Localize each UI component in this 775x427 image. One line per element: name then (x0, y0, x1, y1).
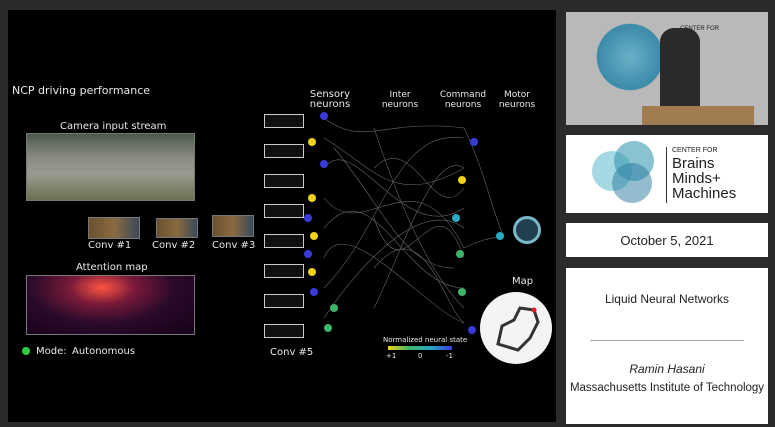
sensory-frame (264, 204, 304, 218)
info-divider (590, 340, 744, 341)
date-panel: October 5, 2021 (566, 223, 768, 257)
legend-tick-zero: 0 (418, 352, 423, 360)
logo-line-3: Minds+ (672, 170, 721, 187)
speaker-affiliation: Massachusetts Institute of Technology (569, 382, 765, 394)
conv1-block (88, 217, 140, 239)
conv2-block (156, 218, 198, 238)
mode-indicator-icon (22, 347, 30, 355)
mode-label: Mode: (36, 346, 67, 357)
camera-input-image (26, 133, 195, 201)
cbmm-logo-panel: CENTER FOR Brains Minds+ Machines (566, 135, 768, 213)
conv1-label: Conv #1 (88, 240, 132, 251)
presentation-slide: NCP driving performance Camera input str… (8, 10, 556, 422)
conv3-block (212, 215, 254, 237)
video-logo-text: CENTER FOR (680, 26, 719, 32)
legend-tick-pos: +1 (386, 352, 397, 360)
motor-neurons-header: Motor neurons (498, 90, 536, 110)
conv5-label: Conv #5 (270, 347, 314, 358)
command-neurons-header: Command neurons (439, 90, 487, 110)
legend-gradient (388, 346, 452, 350)
map-label: Map (512, 276, 534, 287)
logo-line-4: Machines (672, 185, 737, 202)
podium (642, 106, 754, 125)
inter-neurons-header: Inter neurons (381, 90, 419, 110)
legend-tick-neg: -1 (446, 352, 453, 360)
conv3-label: Conv #3 (212, 240, 256, 251)
steering-wheel-icon (513, 216, 541, 244)
camera-label: Camera input stream (60, 121, 167, 132)
track-map (480, 292, 552, 364)
cbmm-logo-bg-icon (592, 18, 668, 96)
sensory-frame (264, 324, 304, 338)
attention-label: Attention map (76, 262, 148, 273)
sensory-neurons-header: Sensory neurons (309, 89, 351, 110)
sensory-frame (264, 264, 304, 278)
talk-date: October 5, 2021 (620, 232, 714, 248)
sensory-frame (264, 174, 304, 188)
sensory-frame (264, 294, 304, 308)
sensory-frame (264, 114, 304, 128)
neural-network-diagram (304, 112, 504, 334)
conv2-label: Conv #2 (152, 240, 196, 251)
slide-title: NCP driving performance (12, 84, 151, 97)
sensory-frame (264, 234, 304, 248)
mode-value: Autonomous (72, 346, 136, 357)
cbmm-logo-icon (592, 141, 662, 207)
logo-line-1: CENTER FOR (672, 147, 718, 154)
logo-line-2: Brains (672, 155, 715, 172)
talk-info-panel: Liquid Neural Networks Ramin Hasani Mass… (566, 268, 768, 424)
speaker-name: Ramin Hasani (629, 362, 705, 376)
talk-title: Liquid Neural Networks (604, 292, 730, 306)
logo-divider (666, 147, 667, 203)
sensory-frame (264, 144, 304, 158)
speaker-figure (660, 28, 700, 114)
legend-title: Normalized neural state (383, 336, 468, 344)
speaker-video: CENTER FOR (566, 12, 768, 125)
attention-map-image (26, 275, 195, 335)
